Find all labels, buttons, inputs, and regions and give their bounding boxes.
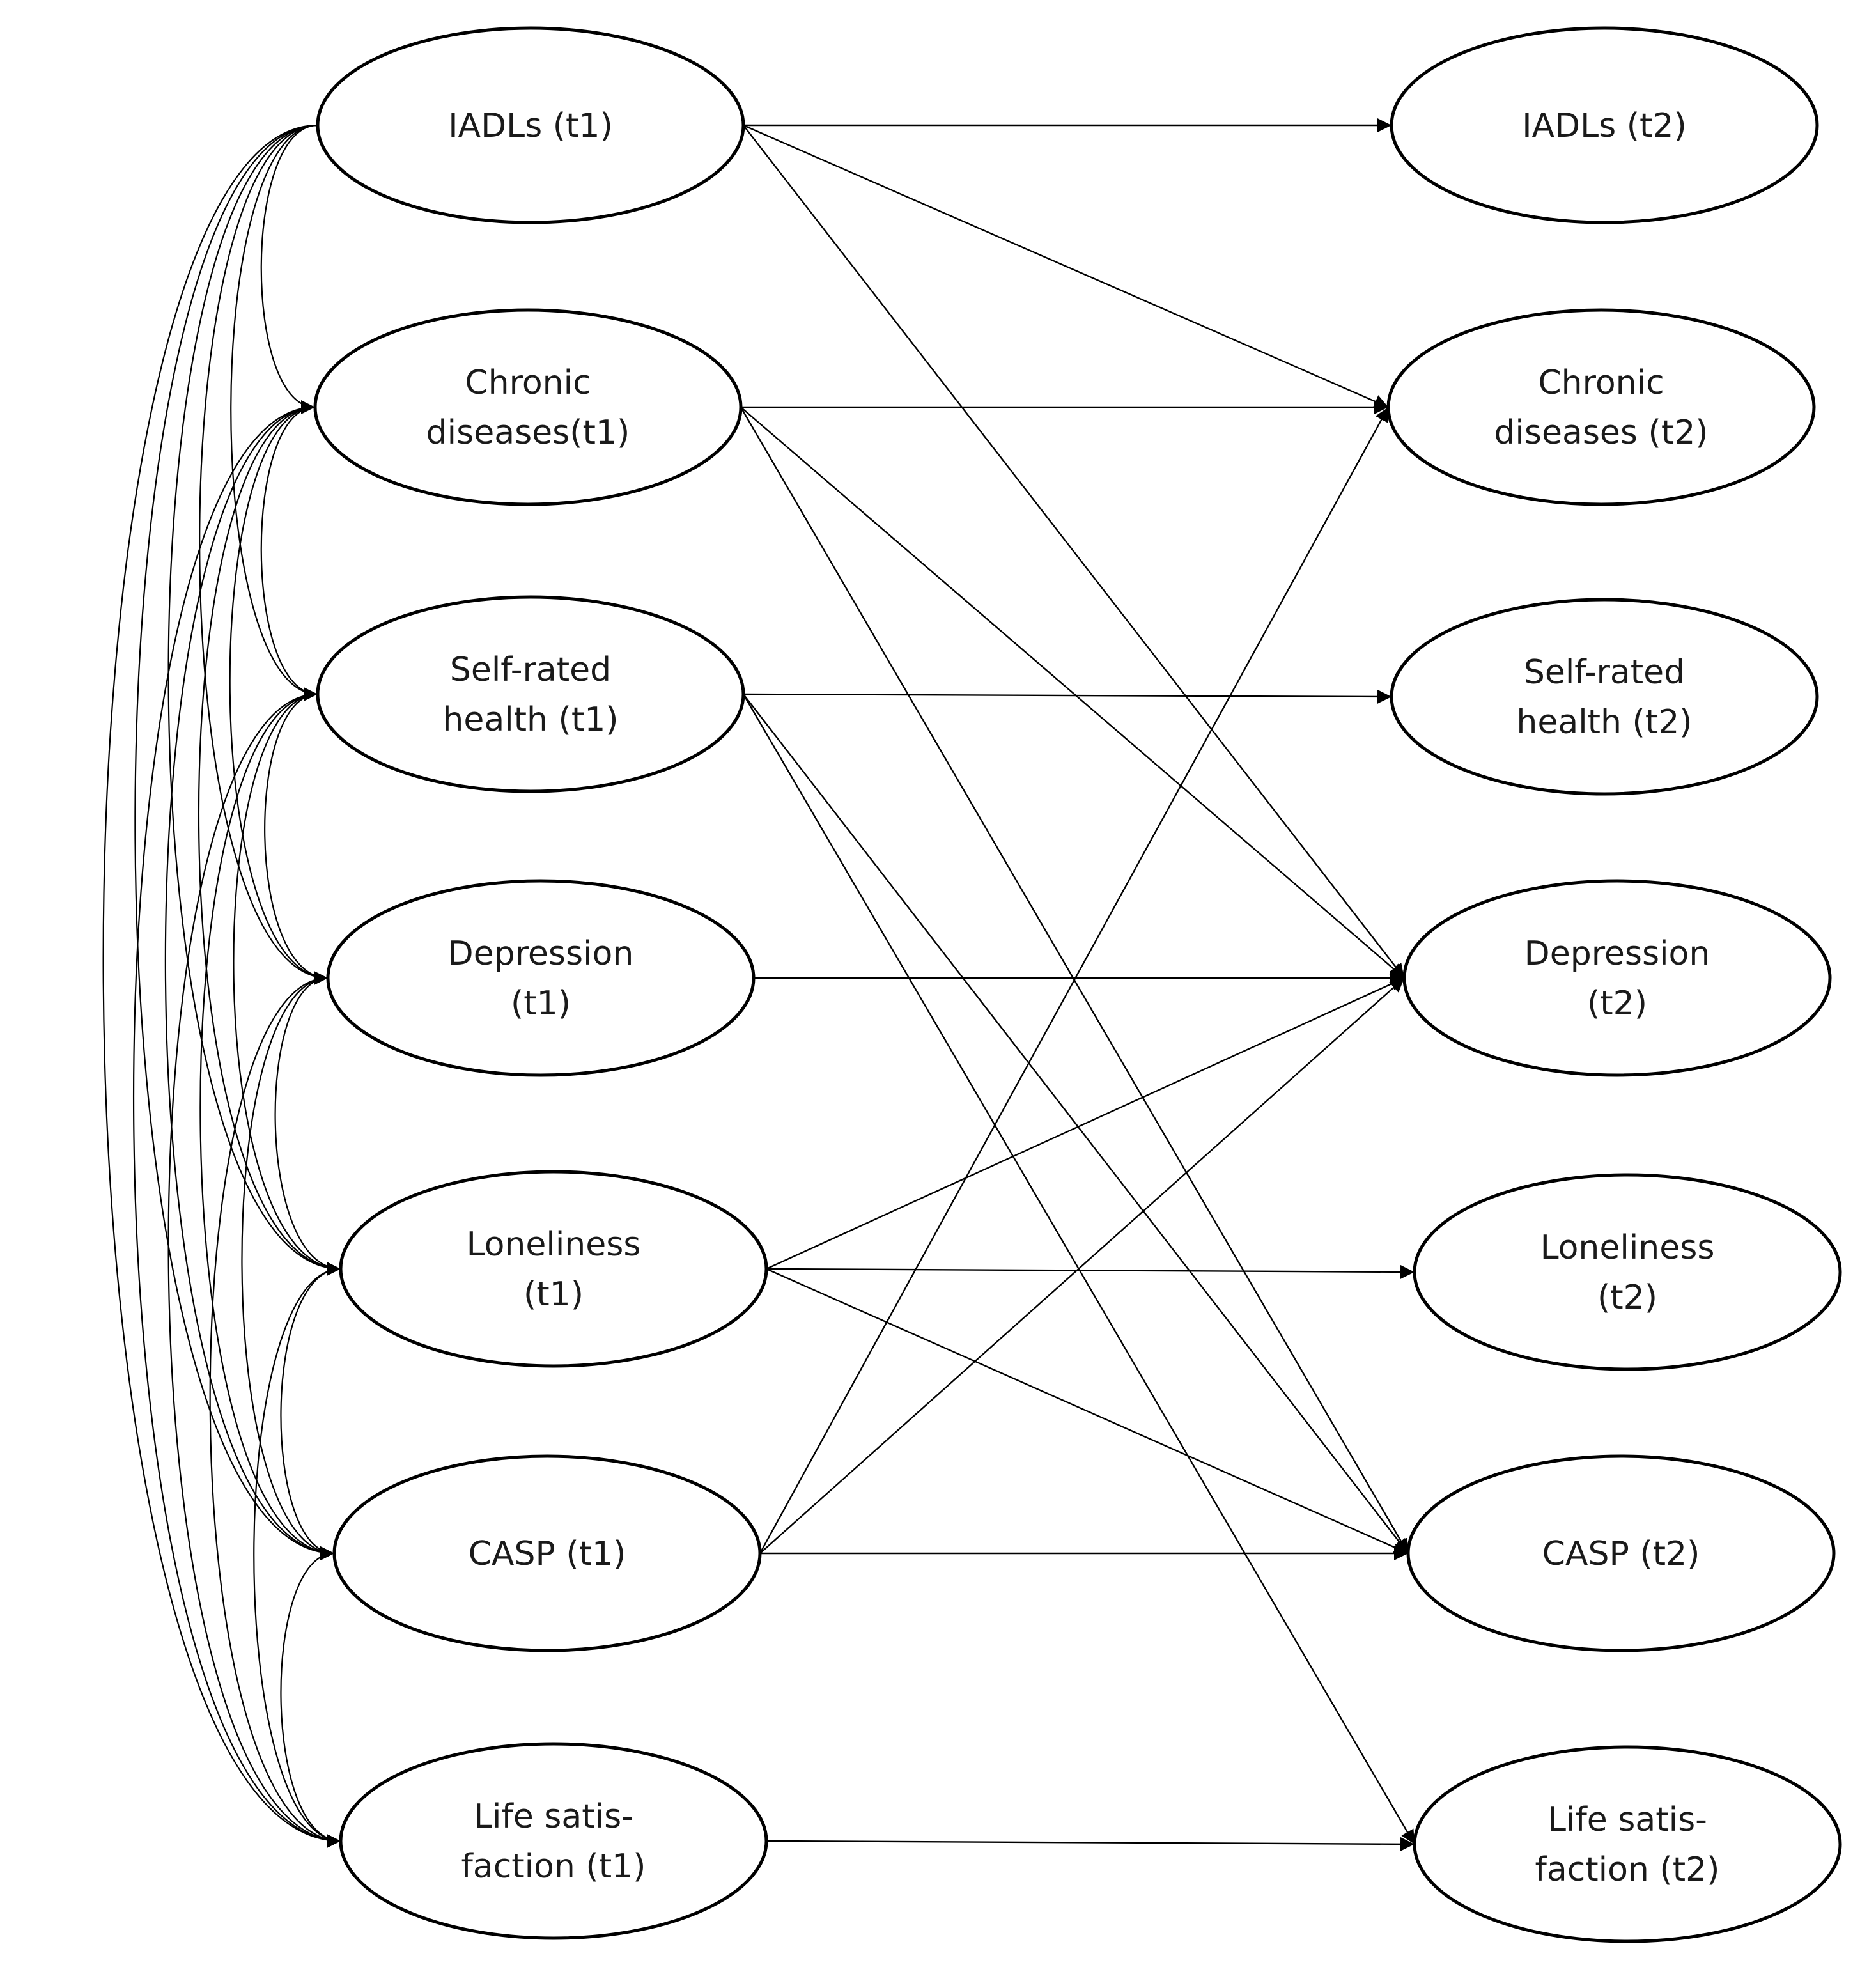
node-label-lon2-line-2: (t2) — [1597, 1278, 1657, 1317]
node-ellipse-lon2 — [1413, 1173, 1842, 1371]
node-ellipse-casp2 — [1406, 1454, 1836, 1652]
correlation-arc-iadl1-casp1 — [134, 118, 335, 1560]
correlation-arc-iadl1-dep1 — [199, 118, 332, 985]
node-label-srh1-line-1: Self-rated — [450, 651, 611, 689]
node-chr1: Chronic diseases(t1) — [313, 308, 743, 506]
node-lon1: Loneliness (t1) — [339, 1170, 768, 1368]
node-label-ls1-line-1: Life satis- — [474, 1798, 633, 1836]
correlation-arc-iadl1-srh1 — [230, 118, 332, 701]
node-dep2: Depression (t2) — [1402, 879, 1832, 1077]
node-lon2: Loneliness (t2) — [1413, 1173, 1842, 1371]
node-label-dep2-line-1: Depression — [1524, 935, 1710, 973]
path-arrow-casp1-to-chr2 — [759, 407, 1390, 1554]
correlation-arc-iadl1-chr1 — [260, 118, 332, 414]
node-label-chr2-line-1: Chronic — [1538, 364, 1664, 402]
node-label-ls2-line-1: Life satis- — [1547, 1801, 1707, 1839]
correlation-arc-chr1-dep1 — [229, 400, 330, 985]
node-label-iadl1-line-1: IADLs (t1) — [448, 107, 613, 145]
correlation-arcs — [102, 118, 355, 1848]
correlation-arc-dep1-lon1 — [274, 970, 343, 1276]
node-ellipse-srh1 — [316, 595, 745, 793]
node-srh1: Self-rated health (t1) — [316, 595, 745, 793]
correlation-arc-chr1-ls1 — [133, 400, 341, 1848]
path-arrow-srh1-to-casp2 — [743, 694, 1409, 1554]
node-iadl2: IADLs (t2) — [1390, 26, 1819, 224]
path-arrow-casp1-to-dep2 — [759, 977, 1405, 1554]
node-label-srh2-line-2: health (t2) — [1516, 703, 1692, 742]
correlation-arc-chr1-srh1 — [260, 400, 330, 701]
node-label-chr1-line-2: diseases(t1) — [426, 414, 630, 452]
node-ellipse-dep1 — [326, 879, 756, 1077]
path-arrow-srh1-to-srh2 — [743, 689, 1392, 704]
node-label-lon1-line-2: (t1) — [523, 1275, 584, 1314]
node-ellipse-iadl2 — [1390, 26, 1819, 224]
path-arrows — [740, 118, 1416, 1851]
node-label-ls1-line-2: faction (t1) — [461, 1847, 646, 1886]
variable-nodes: IADLs (t1) Chronic diseases(t1) Self-rated h… — [313, 26, 1842, 1943]
path-arrow-lon1-to-dep2 — [766, 977, 1405, 1270]
correlation-arc-lon1-casp1 — [280, 1261, 355, 1560]
correlation-arc-dep1-ls1 — [209, 970, 343, 1848]
correlation-arc-srh1-ls1 — [167, 687, 341, 1848]
path-arrow-chr1-to-dep2 — [740, 407, 1405, 979]
node-ellipse-srh2 — [1390, 598, 1819, 796]
node-label-casp2-line-1: CASP (t2) — [1542, 1535, 1700, 1573]
correlation-arc-srh1-lon1 — [233, 687, 341, 1276]
node-label-dep1-line-2: (t1) — [511, 984, 571, 1023]
node-label-srh2-line-1: Self-rated — [1524, 653, 1685, 692]
correlation-arc-iadl1-ls1 — [102, 118, 341, 1848]
correlation-arc-casp1-ls1 — [280, 1546, 349, 1848]
node-label-dep2-line-2: (t2) — [1587, 984, 1647, 1023]
node-ellipse-ls1 — [339, 1742, 768, 1940]
node-ellipse-lon1 — [339, 1170, 768, 1368]
node-label-lon1-line-1: Loneliness — [467, 1225, 641, 1264]
node-label-srh1-line-2: health (t1) — [442, 701, 618, 739]
node-ls1: Life satis-faction (t1) — [339, 1742, 768, 1940]
node-dep1: Depression (t1) — [326, 879, 756, 1077]
node-chr2: Chronic diseases (t2) — [1386, 308, 1816, 506]
node-casp2: CASP (t2) — [1406, 1454, 1836, 1652]
node-iadl1: IADLs (t1) — [316, 26, 745, 224]
path-arrow-iadl1-to-chr2 — [743, 124, 1389, 408]
correlation-arc-dep1-casp1 — [241, 970, 343, 1560]
node-label-dep1-line-1: Depression — [448, 935, 634, 973]
node-label-chr2-line-2: diseases (t2) — [1494, 414, 1708, 452]
node-label-ls2-line-2: faction (t2) — [1535, 1851, 1720, 1889]
correlation-arc-iadl1-lon1 — [167, 118, 341, 1276]
node-label-casp1-line-1: CASP (t1) — [469, 1535, 626, 1573]
node-label-iadl2-line-1: IADLs (t2) — [1522, 107, 1687, 145]
node-casp1: CASP (t1) — [332, 1454, 762, 1652]
correlation-arc-srh1-dep1 — [264, 687, 332, 985]
correlation-arc-chr1-lon1 — [198, 400, 341, 1276]
path-arrow-lon1-to-lon2 — [766, 1264, 1415, 1279]
node-label-chr1-line-1: Chronic — [465, 364, 591, 402]
node-ellipse-iadl1 — [316, 26, 745, 224]
correlation-arc-lon1-ls1 — [253, 1261, 355, 1848]
correlation-arc-srh1-casp1 — [199, 687, 335, 1560]
node-ellipse-ls2 — [1413, 1745, 1842, 1943]
correlation-arc-chr1-casp1 — [164, 400, 335, 1560]
node-ellipse-casp1 — [332, 1454, 762, 1652]
path-arrow-iadl1-to-dep2 — [743, 125, 1405, 979]
node-srh2: Self-rated health (t2) — [1390, 598, 1819, 796]
node-ls2: Life satis-faction (t2) — [1413, 1745, 1842, 1943]
node-label-lon2-line-1: Loneliness — [1540, 1229, 1715, 1267]
node-ellipse-chr2 — [1386, 308, 1816, 506]
node-ellipse-dep2 — [1402, 879, 1832, 1077]
node-ellipse-chr1 — [313, 308, 743, 506]
path-arrow-ls1-to-ls2 — [766, 1837, 1415, 1851]
path-arrow-lon1-to-casp2 — [766, 1268, 1409, 1555]
